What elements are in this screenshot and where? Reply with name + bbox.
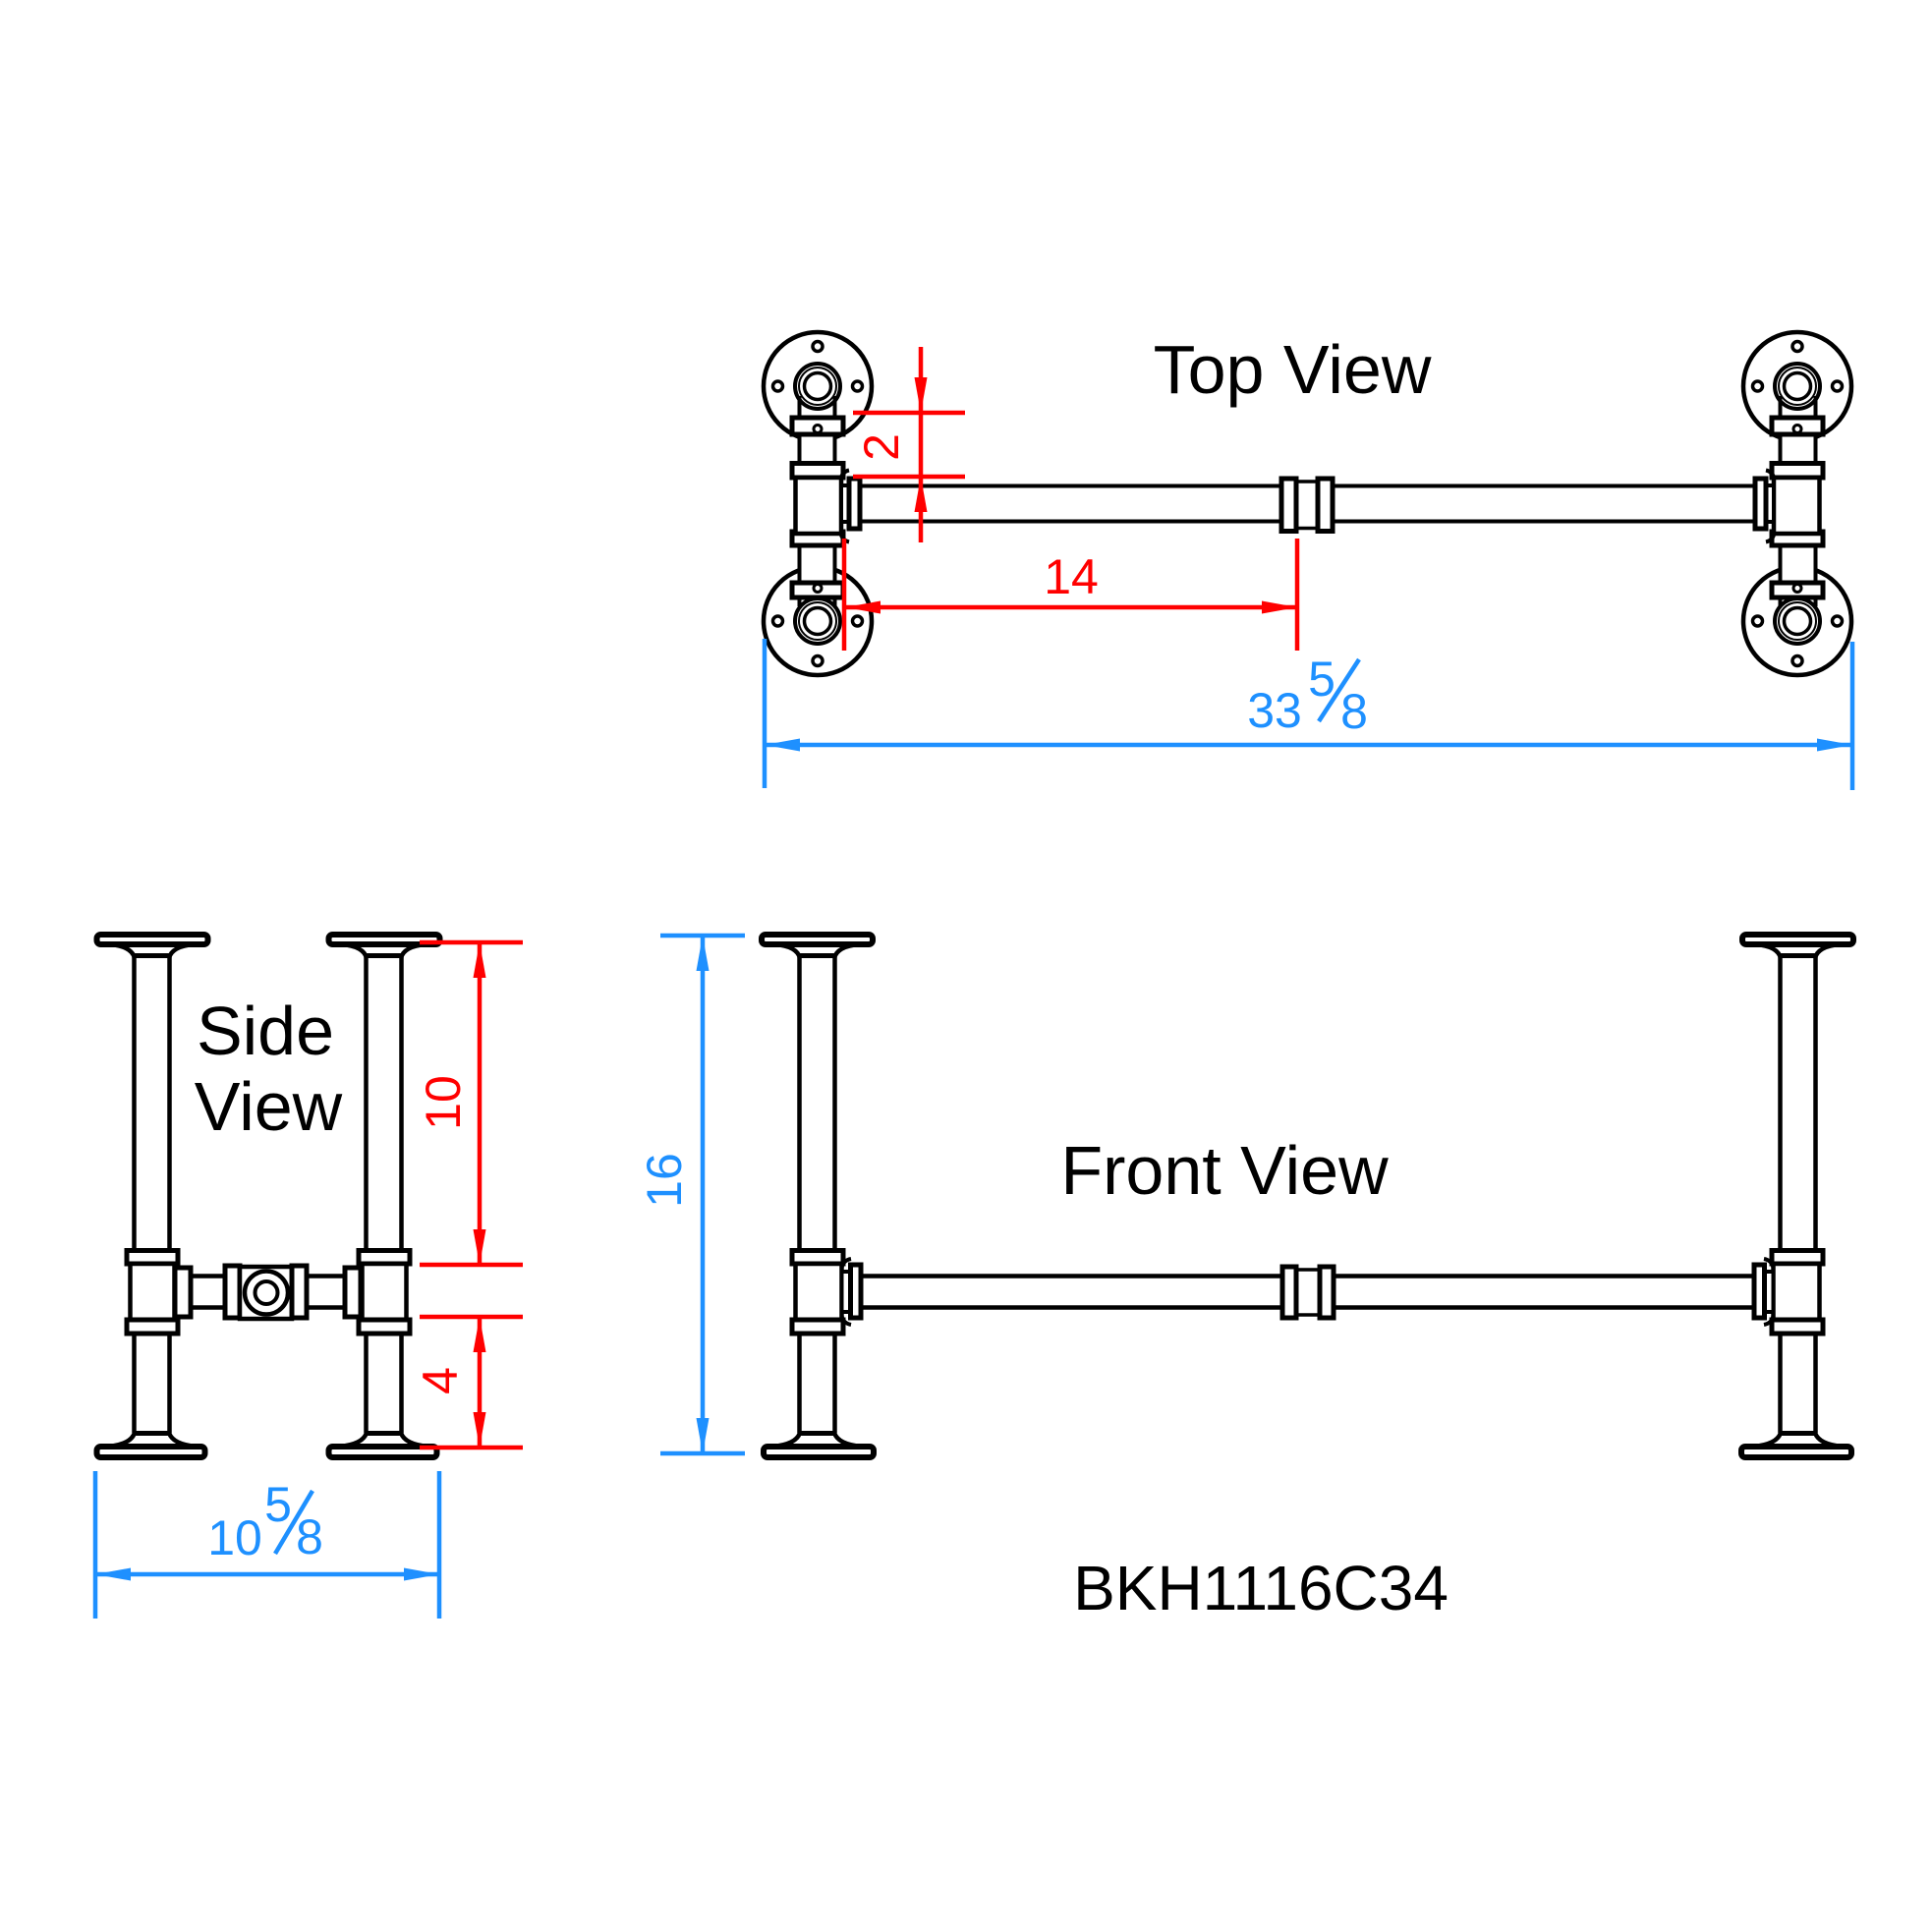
dim-label-33-numerator: 5: [1308, 652, 1335, 707]
dim-overall-width: 33 5 8: [762, 639, 1855, 790]
dim-label-33-denominator: 8: [1340, 684, 1368, 739]
side-view-title-line1: Side: [197, 993, 334, 1069]
top-view-title: Top View: [1154, 331, 1432, 408]
front-view-right-leg: [1741, 935, 1853, 1457]
dim-label-10d-denominator: 8: [296, 1509, 323, 1564]
overall-dimensions: 33 5 8 10 5 8 16: [92, 639, 1855, 1619]
detail-dimensions: 2 14 10 4: [413, 347, 1300, 1450]
dim-label-16: 16: [637, 1153, 692, 1208]
top-view-left-leg-assembly: [764, 332, 872, 675]
dim-overall-depth: 10 5 8: [92, 1471, 442, 1619]
top-view-center-coupling: [1279, 476, 1335, 534]
top-view: Top View: [764, 331, 1851, 675]
side-view-left-leg: [97, 935, 208, 1457]
dim-label-10: 10: [416, 1075, 471, 1130]
top-view-right-leg-assembly: [1743, 332, 1851, 675]
dim-leg-to-coupling: 14: [841, 539, 1300, 651]
stretcher-pipe-end-circle: [242, 1269, 291, 1317]
front-view-left-leg: [762, 935, 874, 1457]
dim-label-10d-numerator: 5: [264, 1477, 292, 1532]
dim-leg-upper: 10: [416, 939, 523, 1268]
dim-label-4: 4: [413, 1367, 468, 1394]
dim-label-14: 14: [1044, 549, 1099, 604]
front-view: Front View: [762, 935, 1853, 1457]
side-view-cross-fitting: [172, 1263, 364, 1322]
dim-stretcher-offset: 2: [853, 347, 965, 542]
side-view-title-line2: View: [195, 1068, 343, 1145]
front-view-center-coupling: [1279, 1264, 1336, 1321]
dim-label-33-whole: 33: [1247, 683, 1302, 738]
side-view: Side View: [97, 935, 440, 1457]
product-code: BKH1116C34: [1073, 1553, 1449, 1623]
dim-label-10d-whole: 10: [207, 1510, 262, 1565]
dim-leg-lower: 4: [413, 1314, 523, 1450]
dim-label-2: 2: [854, 433, 909, 461]
front-view-title: Front View: [1060, 1132, 1389, 1209]
dim-overall-height: 16: [637, 933, 745, 1456]
